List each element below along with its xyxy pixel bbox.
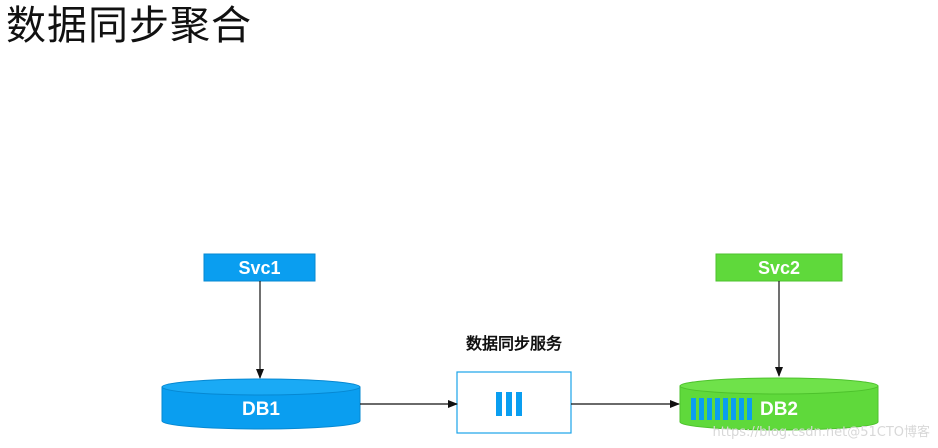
queue-icon xyxy=(496,392,522,416)
db2-data-block xyxy=(699,398,704,420)
sync-service-title: 数据同步服务 xyxy=(466,334,563,353)
db2-data-block xyxy=(723,398,728,420)
db2-data-block xyxy=(739,398,744,420)
svc2-node: Svc2 xyxy=(715,253,843,282)
svc1-node: Svc1 xyxy=(203,253,316,282)
db2-data-block xyxy=(707,398,712,420)
db2-cylinder: DB2 xyxy=(679,377,879,431)
page-title: 数据同步聚合 xyxy=(6,3,252,49)
sync-service-box xyxy=(456,371,572,434)
db1-cylinder: DB1 xyxy=(161,378,361,430)
db2-data-block xyxy=(715,398,720,420)
db2-data-block xyxy=(731,398,736,420)
db2-label: DB2 xyxy=(760,399,798,420)
db2-data-blocks xyxy=(691,398,752,420)
db2-data-block xyxy=(747,398,752,420)
svc1-label: Svc1 xyxy=(238,258,280,278)
svc2-label: Svc2 xyxy=(758,258,800,278)
db2-data-block xyxy=(691,398,696,420)
db1-label: DB1 xyxy=(242,399,280,420)
watermark: https://blog.csdn.net@51CTO博客 xyxy=(712,425,930,440)
